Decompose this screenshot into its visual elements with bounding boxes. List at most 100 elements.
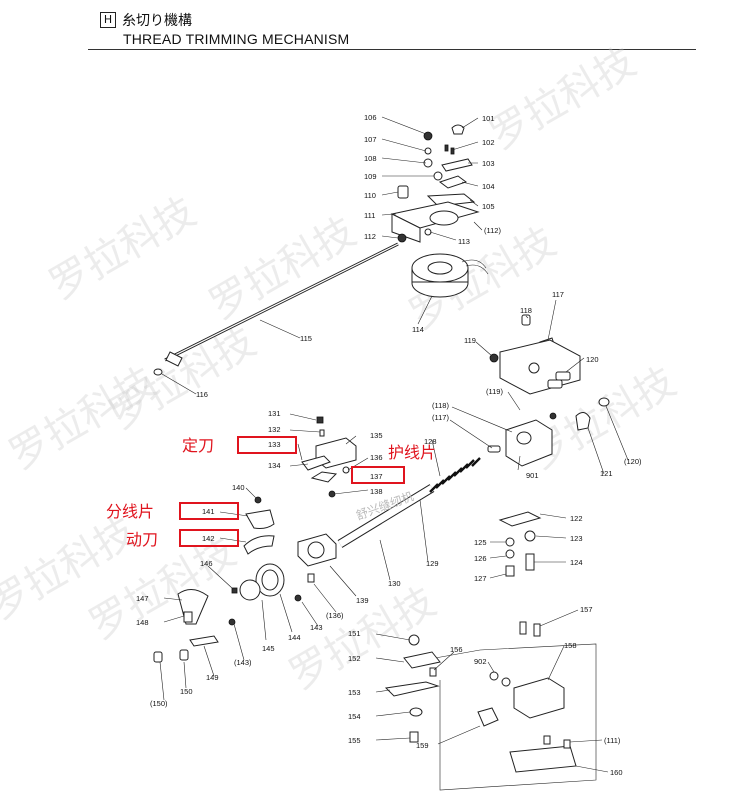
link-149 [189,635,219,647]
part-label: (119) [486,387,503,396]
annotation-moving-knife: 动刀 [126,530,158,549]
group-902-outline [423,643,597,791]
separator-141 [245,509,275,529]
top-bracket-assembly [390,124,480,243]
part-label: 151 [348,629,361,638]
part-label: (117) [432,413,449,422]
screw-150 [179,649,189,661]
part-label: 108 [364,154,377,163]
part-label: 107 [364,135,377,144]
title-japanese: 糸切り機構 [122,13,192,29]
part-label: 154 [348,712,361,721]
highlight-box-142 [179,529,239,547]
solenoid-wires [461,259,489,275]
part-label: 139 [356,596,369,605]
red-annotations: 定刀 护线片 分线片 动刀 [106,436,436,549]
annotation-thread-separator: 分线片 [106,502,154,521]
section-letter-box: H [100,12,116,28]
block-901 [505,419,553,467]
part-label: (118) [432,401,449,410]
part-label: 138 [370,487,383,496]
header-rule [88,49,696,50]
pin-146 [231,587,238,594]
part-label: 119 [464,336,476,345]
fitting-159 [477,707,499,727]
watermark: 罗拉科技 [202,209,364,329]
part-label: (136) [326,611,344,620]
spring-shaft-assembly: 舒兴缝纫机 [337,457,481,548]
part-label: (143) [234,658,252,667]
part-label: 131 [268,409,281,418]
part-label: 146 [200,559,213,568]
cam-assembly [153,533,337,663]
part-label: 145 [262,644,275,653]
annotation-fixed-knife: 定刀 [182,436,214,455]
highlight-box-133 [237,436,297,454]
part-label: 142 [202,534,215,543]
shaft-115 [153,242,399,376]
lever-153 [384,681,440,697]
part-label: 101 [482,114,495,123]
part-label: 110 [364,191,376,200]
bracket-120-hole [528,362,540,374]
part-label: 147 [136,594,149,603]
screw-155 [409,731,419,743]
part-label: 112 [364,232,376,241]
moving-knife-142 [243,535,275,555]
screw-110 [397,185,409,199]
bracket-111-front [391,213,421,243]
shaft-130 [338,485,434,547]
screw-157a [519,621,527,635]
part-label: 159 [416,741,429,750]
screw-131 [316,416,324,424]
solenoid-114 [411,253,489,298]
collar-123 [524,530,536,542]
knife-parts [243,496,275,555]
plate-152 [403,651,441,669]
pin-132 [319,429,325,437]
part-label: 137 [370,472,383,481]
part-label: 121 [600,469,613,478]
part-label: 105 [482,202,495,211]
screw-150b [153,651,163,663]
part-label: 116 [196,390,208,399]
nut-112 [397,233,407,243]
pin-120b [598,397,610,407]
bracket-hole [429,210,459,226]
part-label: 127 [474,574,487,583]
shaft-end [165,351,183,367]
pin-102a [444,144,449,152]
link-104 [438,175,468,189]
part-label: 153 [348,688,361,697]
part-label: 140 [232,483,245,492]
part-label: 106 [364,113,377,122]
link-121 [575,412,591,431]
screw-111c [563,739,571,749]
part-label: 118 [520,306,532,315]
part-label: 120 [586,355,599,364]
solenoid-core [427,261,453,275]
part-label: 113 [458,237,470,246]
part-label: 156 [450,645,463,654]
part-label: 102 [482,138,495,147]
right-bracket-assembly [487,314,610,467]
washer-126 [505,549,515,559]
shaft-highlight [164,243,399,361]
pin-118 [521,314,531,326]
plate-105 [426,193,476,207]
screw-117 [487,445,501,453]
part-label: 122 [570,514,583,523]
part-label: 150 [180,687,193,696]
part-label: 128 [424,437,437,446]
nut-106 [423,131,433,141]
screw-143 [294,594,302,602]
part-label: 103 [482,159,495,168]
part-label: 115 [300,334,312,343]
part-label: 117 [552,290,564,299]
part-label: (112) [484,226,501,235]
plate-160 [509,745,577,773]
link-122 [498,511,542,527]
nut-119b [549,412,557,420]
